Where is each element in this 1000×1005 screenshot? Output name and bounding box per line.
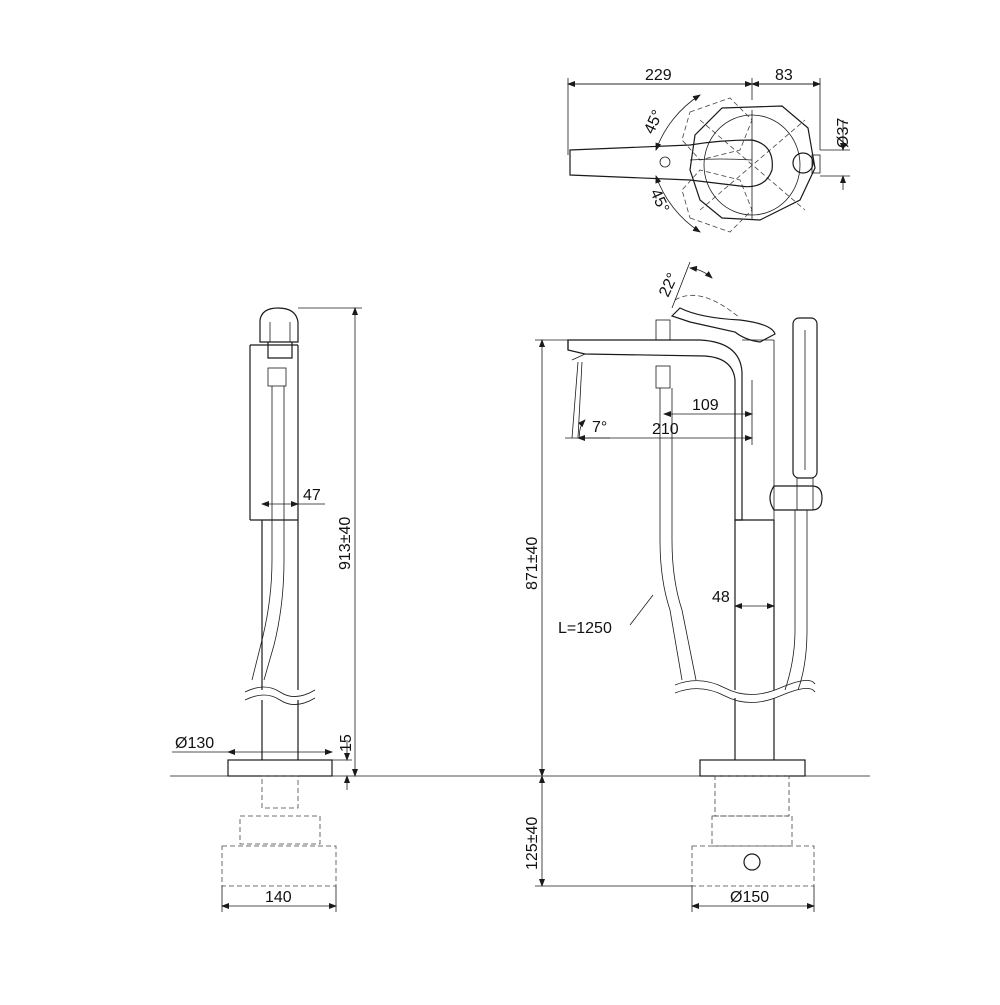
- dim-spout-reach-short: 109: [692, 397, 719, 414]
- dim-side-body-width: 47: [303, 487, 321, 504]
- dim-top-diameter: Ø37: [835, 118, 852, 148]
- dim-front-base-diameter: Ø150: [730, 889, 769, 906]
- dim-top-width: 229: [645, 67, 672, 84]
- side-view: 47 913±40 Ø130 15 140: [172, 307, 362, 912]
- hose-length-label: L=1250: [558, 620, 612, 637]
- dim-front-pipe-width: 48: [712, 589, 730, 606]
- dim-side-flange-diameter: Ø130: [175, 735, 214, 752]
- dim-front-below-floor: 125±40: [524, 817, 541, 870]
- dim-angle-lower: 45°: [646, 187, 672, 216]
- dim-top-offset: 83: [775, 67, 793, 84]
- dim-side-base-width: 140: [265, 889, 292, 906]
- dim-angle-upper: 45°: [641, 108, 667, 137]
- top-view: 229 83 Ø37 45° 45°: [567, 67, 852, 233]
- dim-front-height: 871±40: [524, 537, 541, 590]
- dim-handle-angle: 22°: [656, 271, 682, 300]
- dim-spout-angle: 7°: [592, 419, 607, 436]
- front-view: 22° L=1250 7: [524, 261, 823, 912]
- dim-side-height: 913±40: [337, 517, 354, 570]
- dim-spout-reach-long: 210: [652, 421, 679, 438]
- dim-side-flange-height: 15: [338, 734, 355, 752]
